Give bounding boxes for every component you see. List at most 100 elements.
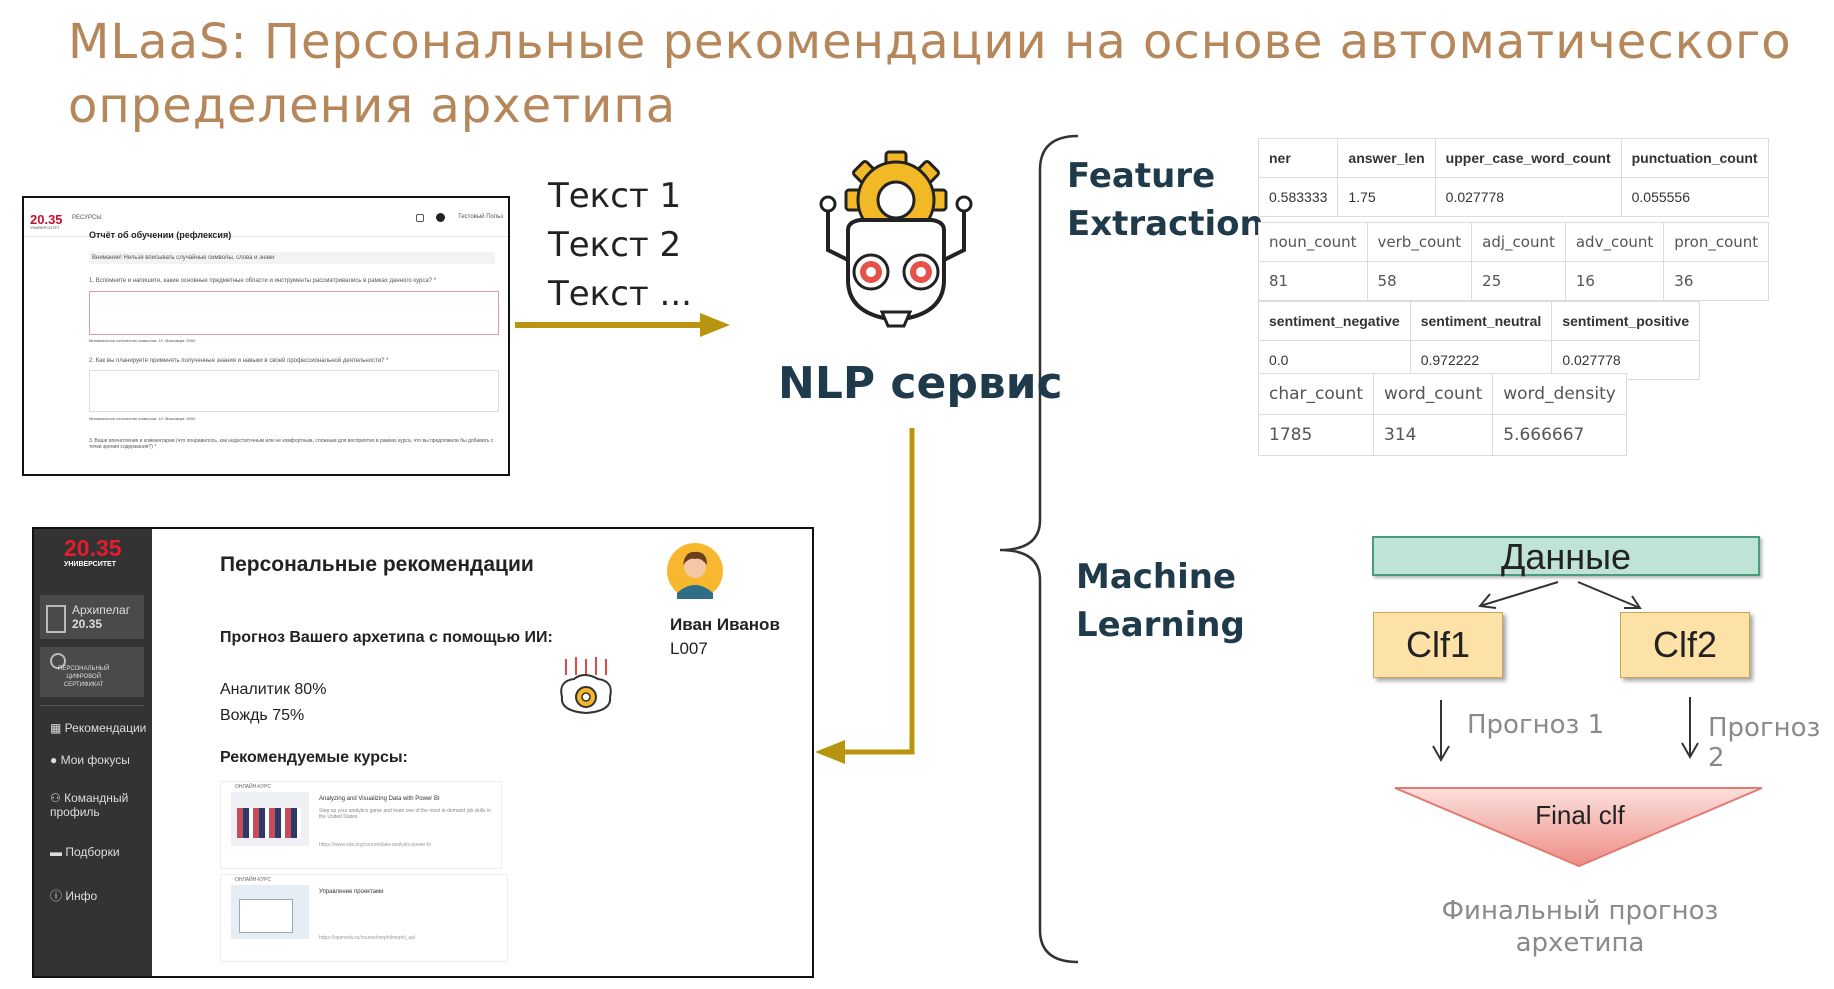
arrow-data-clf1 [1479,581,1559,607]
sidebar-item-label: Подборки [65,845,120,859]
table-cell: 81 [1258,261,1368,301]
slide-title: MLaaS: Персональные рекомендации на осно… [68,14,1792,134]
chart-image-icon [237,808,301,838]
sidebar-item-info[interactable]: ⓘ Инфо [50,887,97,904]
course-url[interactable]: https://www.edx.org/course/data-analysis… [319,842,431,848]
user-avatar [667,543,723,599]
table-header: verb_count [1366,222,1473,262]
form-nav[interactable]: РЕСУРСЫ [72,215,102,221]
sidebar-item-focuses[interactable]: ● Мои фокусы [50,753,130,767]
archipelago-line: 20.35 [72,617,103,631]
archetype-list: Аналитик 80% Вождь 75% [220,677,326,729]
table-header: pron_count [1663,222,1770,262]
arrow-to-recs-head [815,740,845,764]
course-url[interactable]: https://openedu.ru/course/mephi/mephi_up… [319,935,416,941]
table-header: sentiment_positive [1551,301,1701,341]
table-header: word_count [1372,373,1494,415]
final-clf-shape [1394,787,1763,868]
table-cell: 25 [1471,261,1566,301]
table-cell: 1.75 [1337,177,1436,217]
table-header: adj_count [1471,222,1566,262]
arrow-clf1-down-head [1432,745,1450,763]
cert-line: ПЕРСОНАЛЬНЫЙ [58,666,110,672]
table-header: answer_len [1337,138,1436,178]
table-cell: 314 [1372,414,1494,456]
table-cell: 0.027778 [1434,177,1622,217]
cert-line: ЦИФРОВОЙ [66,674,102,680]
clf1-box: Clf1 [1373,612,1503,678]
archetype-item: Вождь 75% [220,707,305,724]
input-texts: Текст 1 Текст 2 Текст ... [548,172,692,319]
forecast-label: Прогноз Вашего архетипа с помощью ИИ: [220,629,553,646]
courses-label: Рекомендуемые курсы: [220,749,408,766]
form-user: Тестовый Польз [458,214,504,220]
table-header: sentiment_negative [1258,301,1411,341]
cert-line: СЕРТИФИКАТ [63,682,104,688]
form-logo: 20.35 [30,212,63,227]
sidebar-certificate[interactable]: ПЕРСОНАЛЬНЫЙ ЦИФРОВОЙ СЕРТИФИКАТ [40,647,144,697]
arrow-data-clf1-head [1478,593,1497,609]
text-item: Текст 1 [548,176,682,216]
caption-line: Финальный прогноз [1441,896,1719,926]
course-card[interactable]: ОНЛАЙН-КУРС Analyzing and Visualizing Da… [220,781,502,869]
avatar-icon[interactable] [436,213,445,222]
course-badge: ОНЛАЙН-КУРС [235,877,272,883]
data-box: Данные [1372,536,1760,576]
table-cell: 0.583333 [1257,177,1339,217]
answer-2-field[interactable] [89,370,499,412]
document-image-icon [239,899,293,933]
archetype-item: Аналитик 80% [220,681,327,698]
team-icon: ⚇ [50,791,65,805]
arrow-data-clf2 [1577,581,1641,609]
forecast-2-label: Прогноз 2 [1708,713,1821,773]
grid-icon: ▦ [50,721,65,735]
table-header: ner [1257,138,1339,178]
table-cell: 5.666667 [1492,414,1627,456]
clf2-box: Clf2 [1620,612,1750,678]
user-id: L007 [670,639,708,658]
table-header: punctuation_count [1620,138,1769,178]
final-forecast-caption: Финальный прогноз архетипа [1410,895,1750,959]
course-title[interactable]: Управление проектами [319,889,384,895]
feature-extraction-label: Feature Extraction [1067,152,1264,248]
certificate-label: ПЕРСОНАЛЬНЫЙ ЦИФРОВОЙ СЕРТИФИКАТ [58,665,109,689]
feature-extraction-line: Extraction [1067,204,1264,244]
dot-icon: ● [50,753,61,767]
info-icon: ⓘ [50,889,66,903]
form-question-2: 2. Как вы планируете применять полученны… [89,358,389,364]
form-hint-1: Минимальное количество символов: 10. Мак… [89,338,196,343]
machine-learning-label: Machine Learning [1076,553,1245,649]
archipelago-line: Архипелаг [72,603,131,617]
sidebar-item-collections[interactable]: ▬ Подборки [50,845,120,859]
recs-sidebar: 20.35 УНИВЕРСИТЕТ Архипелаг 20.35 ПЕРСОН… [34,529,152,976]
recs-logo: 20.35 [64,535,122,561]
table-cell: 58 [1366,261,1473,301]
table-header: adv_count [1564,222,1665,262]
sidebar-item-label: Мои фокусы [60,753,130,767]
sidebar-archipelago[interactable]: Архипелаг 20.35 [40,595,144,639]
answer-1-field[interactable] [89,291,499,335]
course-card[interactable]: ОНЛАЙН-КУРС Управление проектами https:/… [220,874,508,962]
recs-heading: Персональные рекомендации [220,553,534,576]
table-cell: 16 [1564,261,1665,301]
course-badge: ОНЛАЙН-КУРС [235,784,272,790]
table-cell: 1785 [1258,414,1374,456]
table-header: noun_count [1258,222,1368,262]
course-description: Step up your analytics game and learn on… [319,808,491,820]
form-logo-sub: УНИВЕРСИТЕТ [30,225,60,230]
sidebar-item-recommendations[interactable]: ▦ Рекомендации [50,721,146,735]
sidebar-item-label: Командный профиль [50,791,129,819]
feature-extraction-line: Feature [1067,156,1216,196]
course-title[interactable]: Analyzing and Visualizing Data with Powe… [319,796,440,802]
reflection-form-screenshot: 20.35 УНИВЕРСИТЕТ РЕСУРСЫ Тестовый Польз… [22,196,510,476]
curly-brace [999,134,1079,964]
machine-learning-line: Learning [1076,605,1245,645]
bell-icon[interactable] [416,214,424,222]
sidebar-item-team-profile[interactable]: ⚇ Командный профиль [50,791,140,819]
machine-learning-line: Machine [1076,557,1237,597]
text-item: Текст 2 [548,225,682,265]
certificate-icon [50,653,66,669]
